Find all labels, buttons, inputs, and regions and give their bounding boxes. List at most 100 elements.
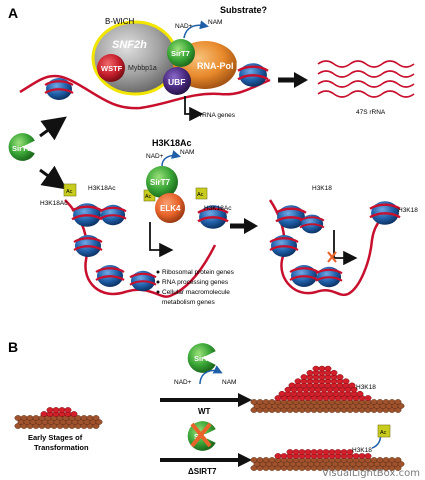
cell <box>14 415 22 421</box>
nad-arrow-mid <box>161 150 181 167</box>
dna-strand-top <box>19 74 271 110</box>
cell <box>52 407 60 413</box>
cell <box>352 453 360 459</box>
block-x-icon <box>327 251 337 263</box>
nam-label-mid: NAM <box>180 149 194 156</box>
bwich-label: B-WICH <box>105 17 135 26</box>
cell <box>388 457 396 463</box>
cell <box>388 399 396 405</box>
cell <box>376 457 384 463</box>
cell <box>318 365 326 372</box>
cell <box>70 411 78 417</box>
elk4-protein <box>155 193 185 223</box>
nucleosome <box>72 233 104 259</box>
cell <box>336 374 344 380</box>
ubf-protein <box>163 67 191 95</box>
cell <box>92 415 100 421</box>
wstf-label: WSTF <box>101 64 123 73</box>
cell <box>256 457 264 463</box>
watermark: VisualLightBox.com <box>322 468 420 479</box>
wt-arrow-head <box>238 393 252 407</box>
cell <box>356 390 364 397</box>
gene-item: Cellular macromolecule <box>162 289 230 296</box>
cell <box>300 374 308 380</box>
sirt7-left-label: SirT7 <box>12 144 31 153</box>
cell <box>370 399 378 405</box>
cell <box>250 399 258 405</box>
cell <box>376 399 384 405</box>
nad-label-b: NAD+ <box>174 379 192 386</box>
cell <box>278 390 286 397</box>
ac-tag <box>63 183 77 197</box>
sirt7-mid-label: SirT7 <box>150 178 171 187</box>
cell <box>330 369 338 376</box>
nad-label-mid: NAD+ <box>146 153 164 160</box>
nad-label: NAD+ <box>175 23 193 30</box>
nam-label: NAM <box>208 19 222 26</box>
cell <box>322 449 330 455</box>
promoter-arrow <box>149 222 174 258</box>
cell <box>268 399 276 405</box>
cell <box>316 449 324 455</box>
cell <box>256 399 264 405</box>
target-gene-list: Ribosomal protein genes RNA processing g… <box>156 269 235 306</box>
h3k18ac-label: H3K18Ac <box>88 185 116 192</box>
cell <box>358 453 366 459</box>
cell <box>286 449 294 455</box>
cell <box>46 407 54 413</box>
cell <box>348 382 356 389</box>
rnapol-label: RNA-Pol I <box>197 61 239 71</box>
cell <box>394 399 402 405</box>
early-stage-label-1: Early Stages of <box>28 433 83 442</box>
repressed-promoter-arrow <box>333 230 358 266</box>
ac-tag-label: Ac <box>145 194 152 200</box>
ac-tag <box>377 424 391 438</box>
nucleosome <box>70 202 104 228</box>
arrow-up <box>39 116 67 141</box>
dsirt7-label: ΔSIRT7 <box>188 467 217 476</box>
cell <box>370 457 378 463</box>
nad-arrow <box>183 20 209 39</box>
cell <box>26 415 34 421</box>
ubf-label: UBF <box>168 77 185 87</box>
big-arrow-head <box>294 72 308 88</box>
nucleosome <box>314 265 344 289</box>
cell <box>292 449 300 455</box>
dsirt7-tumor-mound <box>250 449 405 471</box>
cell <box>274 453 282 459</box>
cell <box>80 415 88 421</box>
cell <box>346 449 354 455</box>
cell <box>382 399 390 405</box>
nucleosome <box>94 263 126 289</box>
nucleosome <box>268 233 300 259</box>
ac-tag-label: Ac <box>380 430 387 436</box>
sirt7-b-label: SirT7 <box>194 354 213 363</box>
nam-label-b: NAM <box>222 379 236 386</box>
inactivated-x-icon <box>190 422 212 448</box>
gene-item: metabolism genes <box>162 299 215 306</box>
cell <box>294 378 302 385</box>
h3k18-label: H3K18 <box>398 207 418 214</box>
h3k18-label: H3K18 <box>312 185 332 192</box>
elk4-label: ELK4 <box>160 204 181 213</box>
dsirt7-arrow-head <box>238 453 252 467</box>
cell <box>342 378 350 385</box>
cell <box>306 369 314 376</box>
substrate-label: Substrate? <box>220 5 267 15</box>
snf2h-label: SNF2h <box>112 39 147 51</box>
nucleosome <box>368 200 402 226</box>
cell <box>280 453 288 459</box>
cell <box>364 453 372 459</box>
cell <box>262 399 270 405</box>
panel-b-label: B <box>8 339 18 355</box>
nucleosome <box>43 76 75 102</box>
cell <box>288 382 296 389</box>
early-cell-mound <box>14 407 103 429</box>
ac-tag <box>195 187 208 200</box>
sirt7-label: SirT7 <box>171 49 190 58</box>
arrow-down <box>39 165 67 190</box>
wt-label: WT <box>198 407 211 416</box>
cell <box>364 395 372 401</box>
cell <box>32 415 40 421</box>
